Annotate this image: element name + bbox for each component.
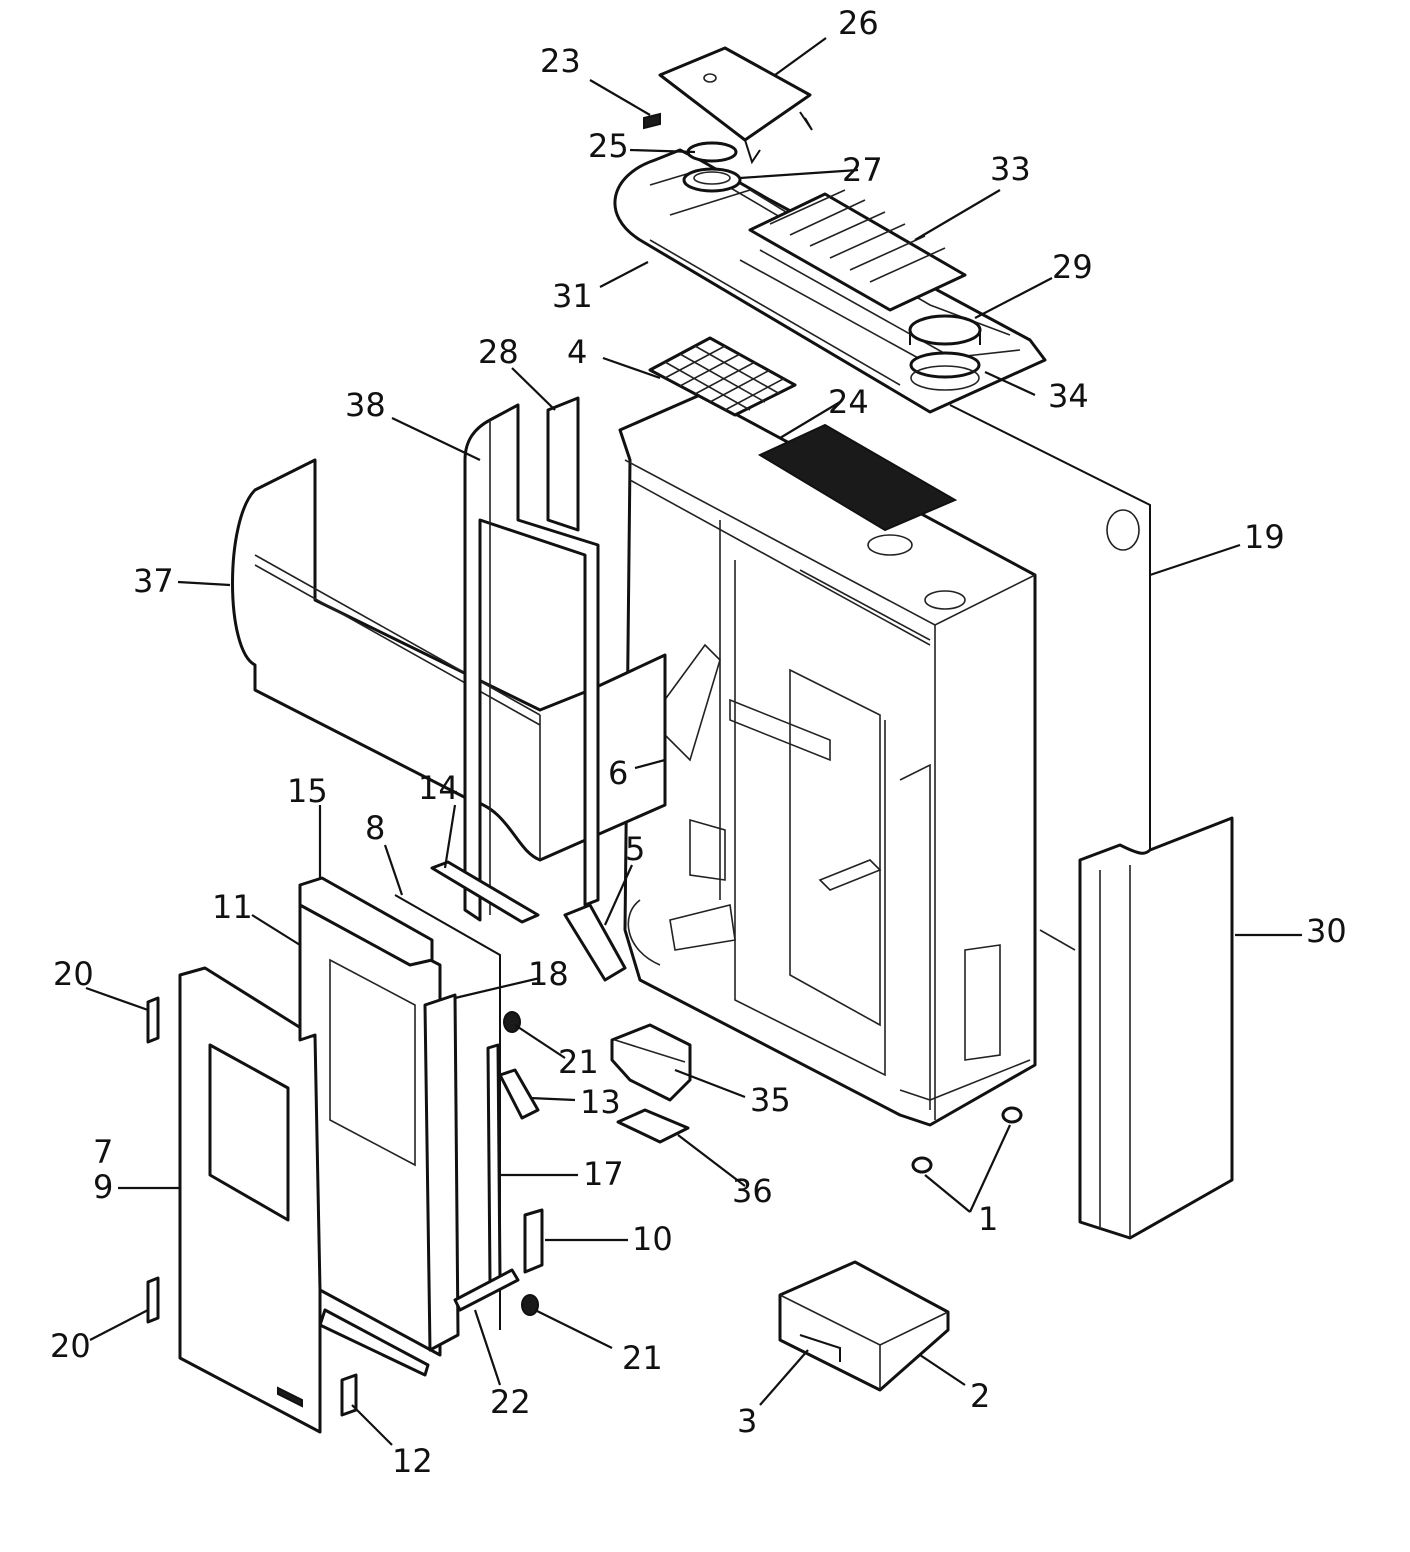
label-20-bottom: 20: [50, 1327, 91, 1365]
label-13: 13: [580, 1083, 621, 1121]
label-25: 25: [588, 127, 629, 165]
bracket-14: [430, 860, 540, 924]
label-21-bottom: 21: [622, 1339, 663, 1377]
door-frame-11: [298, 898, 442, 1357]
main-frame: [618, 393, 1037, 1127]
label-26: 26: [838, 4, 879, 42]
top-lid-26: [658, 46, 813, 165]
grille-mesh-24: [757, 423, 958, 532]
top-strip-15: [298, 876, 434, 967]
hinge-rod-17: [486, 1043, 502, 1284]
label-11: 11: [212, 888, 253, 926]
label-1: 1: [978, 1200, 998, 1238]
bracket-10: [523, 1208, 544, 1274]
hinges-20: [146, 996, 160, 1324]
filter-grid-4: [648, 336, 797, 417]
drawer-handle-3: [799, 1334, 841, 1362]
label-6: 6: [608, 754, 628, 792]
feet-1: [911, 1106, 1023, 1174]
label-7: 7: [93, 1133, 113, 1171]
label-19: 19: [1244, 518, 1285, 556]
screws-21: [503, 1011, 539, 1316]
chute-5: [563, 903, 627, 982]
label-18: 18: [528, 955, 569, 993]
label-21-top: 21: [558, 1043, 599, 1081]
strip-28: [546, 396, 580, 532]
label-34: 34: [1048, 377, 1089, 415]
label-14: 14: [418, 769, 459, 807]
label-27: 27: [842, 151, 883, 189]
label-20-top: 20: [53, 955, 94, 993]
flue-collar-29: [908, 314, 982, 346]
label-3: 3: [737, 1402, 757, 1440]
bottom-strip: [318, 1308, 430, 1377]
label-35: 35: [750, 1081, 791, 1119]
label-4: 4: [567, 333, 587, 371]
label-5: 5: [625, 830, 645, 868]
ring-34: [909, 351, 981, 391]
label-2: 2: [970, 1377, 990, 1415]
catch-12: [340, 1373, 358, 1417]
grille-33: [748, 189, 967, 312]
label-30: 30: [1306, 912, 1347, 950]
handle-22: [453, 1268, 520, 1312]
label-37: 37: [133, 562, 174, 600]
callout-labels: 26 23 25 27 33 29 34 31 28 4 24 38 37 19…: [50, 4, 1347, 1480]
label-12: 12: [392, 1442, 433, 1480]
label-31: 31: [552, 277, 593, 315]
clip-23: [643, 112, 661, 130]
label-33: 33: [990, 150, 1031, 188]
label-17: 17: [583, 1155, 624, 1193]
label-24: 24: [828, 383, 869, 421]
label-38: 38: [345, 386, 386, 424]
label-36: 36: [732, 1172, 773, 1210]
door-glass-7-9: [178, 966, 322, 1434]
label-15: 15: [287, 772, 328, 810]
label-10: 10: [632, 1220, 673, 1258]
bracket-13: [498, 1068, 540, 1120]
label-9: 9: [93, 1168, 113, 1206]
side-panel-38: [463, 403, 600, 922]
label-23: 23: [540, 42, 581, 80]
back-panel-19: [949, 404, 1151, 951]
brazier-35: [610, 1023, 692, 1102]
label-8: 8: [365, 809, 385, 847]
leader-lines: [85, 37, 1302, 1446]
collar-25: [686, 141, 738, 163]
seal-18: [423, 993, 460, 1352]
label-29: 29: [1052, 248, 1093, 286]
side-panel-30: [1078, 816, 1234, 1240]
collar-27: [682, 167, 742, 193]
label-22: 22: [490, 1383, 531, 1421]
ash-drawer-2: [778, 1260, 950, 1392]
gasket-36: [616, 1108, 690, 1144]
label-28: 28: [478, 333, 519, 371]
